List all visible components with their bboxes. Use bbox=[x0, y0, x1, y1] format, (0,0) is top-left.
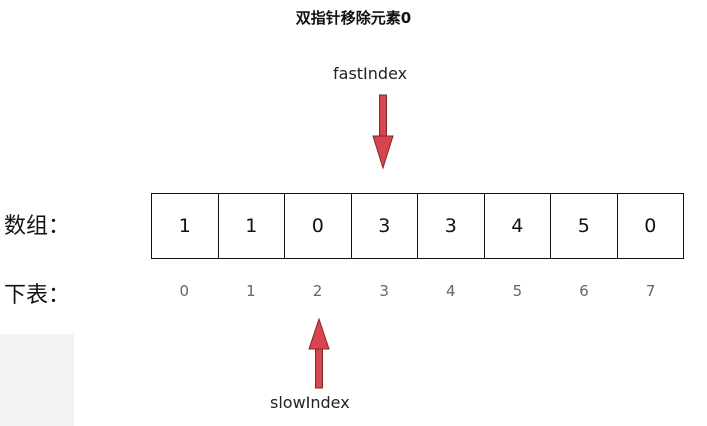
array-cell-3: 3 bbox=[352, 194, 418, 258]
array-row-label: 数组： bbox=[4, 214, 71, 239]
array-cell-5: 4 bbox=[485, 194, 551, 258]
background-strip bbox=[0, 334, 74, 426]
index-label-3: 3 bbox=[379, 282, 389, 300]
fast-index-arrow bbox=[372, 94, 394, 170]
index-label-2: 2 bbox=[312, 282, 323, 300]
index-label-1: 1 bbox=[246, 282, 256, 300]
array-cell-2: 0 bbox=[285, 194, 352, 258]
slow-index-arrow bbox=[308, 317, 330, 389]
diagram-title: 双指针移除元素0 bbox=[295, 9, 412, 27]
fast-index-label: fastIndex bbox=[333, 64, 408, 83]
slow-index-label: slowIndex bbox=[270, 393, 350, 412]
index-row: 0 1 2 3 4 5 6 7 bbox=[151, 282, 684, 300]
array-cell-0: 1 bbox=[152, 194, 219, 258]
array-container: 1 1 0 3 3 4 5 0 bbox=[151, 193, 684, 259]
index-label-0: 0 bbox=[179, 282, 190, 300]
index-row-label: 下表： bbox=[4, 283, 71, 308]
array-cell-1: 1 bbox=[219, 194, 285, 258]
array-cell-7: 0 bbox=[644, 215, 657, 237]
index-label-4: 4 bbox=[446, 282, 456, 300]
index-label-6: 6 bbox=[579, 282, 589, 300]
array-cell-4: 3 bbox=[418, 194, 485, 258]
array-cell-6: 5 bbox=[551, 194, 618, 258]
index-label-5: 5 bbox=[512, 282, 523, 300]
index-label-7: 7 bbox=[645, 282, 656, 300]
